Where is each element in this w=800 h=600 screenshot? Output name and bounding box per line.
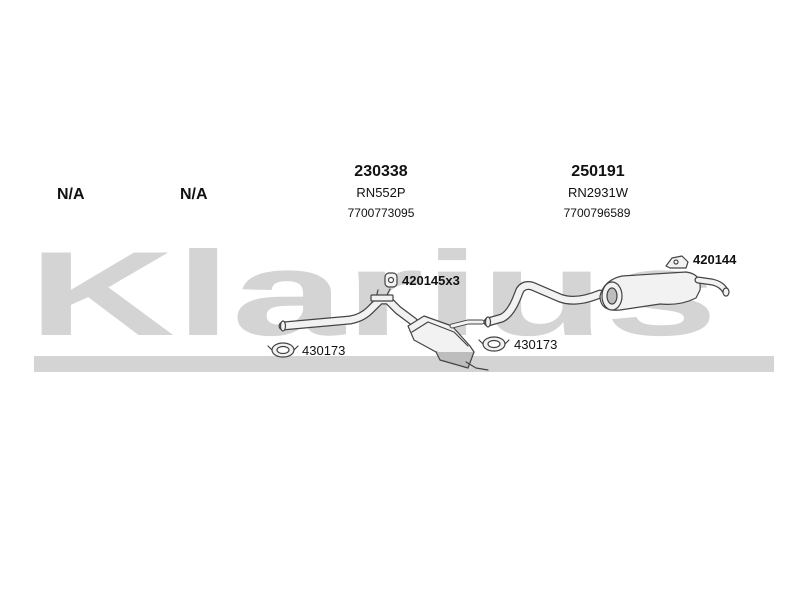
rear-part-number: 250191	[571, 163, 625, 180]
rear-part-oem: 7700796589	[563, 206, 631, 220]
front-pipe	[278, 288, 419, 332]
mount-front-code: 420145x3	[402, 273, 460, 288]
na-label-col2: N/A	[180, 186, 208, 203]
middle-pipe	[483, 281, 605, 328]
na-label-col1: N/A	[57, 186, 85, 203]
clamp-icon-middle	[478, 336, 510, 352]
clamp-middle-code: 430173	[514, 337, 558, 352]
front-silencer	[407, 315, 489, 371]
clamp-left-code: 430173	[302, 343, 346, 358]
front-part-ref: RN552P	[356, 185, 406, 200]
mount-rear-code: 420144	[693, 252, 737, 267]
clamp-icon-left	[267, 342, 299, 358]
front-part-number: 230338	[354, 163, 408, 180]
mount-icon-rear	[665, 255, 689, 269]
rear-silencer	[599, 271, 730, 311]
front-part-oem: 7700773095	[347, 206, 415, 220]
rear-part-ref: RN2931W	[568, 185, 628, 200]
watermark-underline	[34, 356, 774, 372]
mount-icon-front	[384, 272, 398, 288]
